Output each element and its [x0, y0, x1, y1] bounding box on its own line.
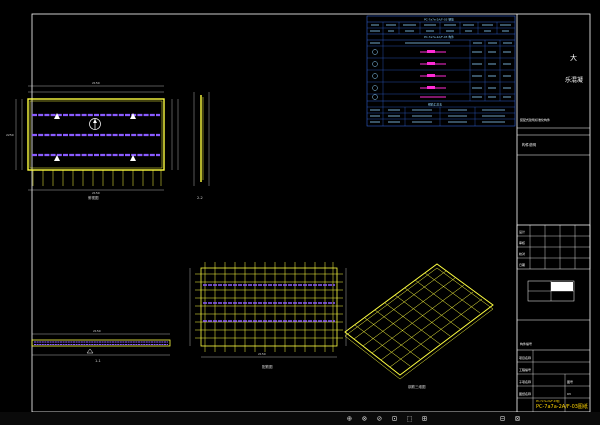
side-section: 2-2 — [193, 92, 210, 200]
company-bottom: 乐混凝 — [565, 76, 583, 84]
company-top: 大 — [570, 53, 577, 62]
osnap-icon[interactable]: ⊞ — [422, 414, 427, 423]
side-section-label: 2-2 — [197, 196, 203, 200]
sign-row-review: 审核 — [519, 240, 525, 245]
elevation-label: 1-1 — [95, 359, 101, 363]
polar-icon[interactable]: ⬚ — [407, 414, 412, 423]
plan-view-label: 俯视图 — [88, 195, 99, 200]
ortho-icon[interactable]: ⊘ — [377, 414, 382, 423]
sheet-value: 03 — [567, 392, 571, 396]
rebar-table: PC-7a7a-2A/F-03 钢筋 PC-7a7a-2A/F-03 构件 钢筋… — [366, 15, 516, 127]
sheet-label: 图号 — [567, 379, 573, 384]
designation-short: PC-7x7a-2A/F-03图 — [536, 399, 560, 403]
drawing-designation: PC-7a7a-2A/F-03图纸 — [536, 403, 588, 410]
sign-row-check: 校对 — [519, 251, 525, 256]
lineweight-icon[interactable]: ⊟ — [500, 414, 505, 423]
table-title-1: PC-7a7a-2A/F-03 钢筋 — [424, 18, 454, 22]
model-icon[interactable]: ⊠ — [515, 414, 520, 423]
bottom-row-drawing: 图纸名称 — [519, 391, 531, 396]
stamp-label: 构件编号 — [520, 341, 532, 346]
snap-icon[interactable]: ⊗ — [362, 414, 367, 423]
rebar-dim: 2150 — [258, 352, 266, 356]
signature-grid: 设计 审核 校对 日期 — [516, 224, 591, 270]
elevation-dim: 2150 — [93, 329, 101, 333]
status-bar: ⊕ ⊗ ⊘ ⊡ ⬚ ⊞ ⊟ ⊠ — [0, 412, 600, 425]
plan-dim-bottom: 2150 — [92, 191, 100, 195]
isometric-label: 钢筋三维图 — [408, 384, 426, 389]
isometric-view: 钢筋三维图 — [344, 263, 494, 389]
rebar-view-label: 配筋图 — [262, 364, 273, 369]
sign-row-design: 设计 — [519, 229, 525, 234]
stamp-box: 构件编号 — [520, 280, 575, 346]
zoom-icon[interactable]: ⊕ — [347, 414, 352, 423]
bottom-row-sub: 子项名称 — [519, 379, 531, 384]
table-title-2: PC-7a7a-2A/F-03 构件 — [424, 35, 454, 39]
drawing-frame — [31, 13, 591, 413]
bottom-row-project: 项目名称 — [519, 355, 531, 360]
table-title-3: 钢筋汇总表 — [428, 103, 442, 107]
bottom-row-number: 工程编号 — [519, 367, 531, 372]
project-label: 装配式建筑标准化构件 — [520, 117, 550, 122]
notes-label: 构件说明 — [522, 142, 536, 147]
plan-view: 2150 2150 2250 俯视图 — [6, 81, 179, 200]
elevation-view: 2150 1-1 — [31, 329, 171, 363]
sign-row-date: 日期 — [519, 262, 525, 267]
plan-dim-top: 2150 — [92, 81, 100, 85]
rebar-grid-view: 2150 配筋图 — [189, 262, 347, 369]
bottom-rows: 项目名称 工程编号 子项名称 图纸名称 图号 03 PC-7a7a-2A/F-0… — [517, 350, 590, 412]
plan-dim-left: 2250 — [6, 133, 14, 137]
title-block: 大 乐混凝 装配式建筑标准化构件 构件说明 设计 审核 校对 日期 构件编号 — [516, 14, 591, 422]
grid-icon[interactable]: ⊡ — [392, 414, 397, 423]
